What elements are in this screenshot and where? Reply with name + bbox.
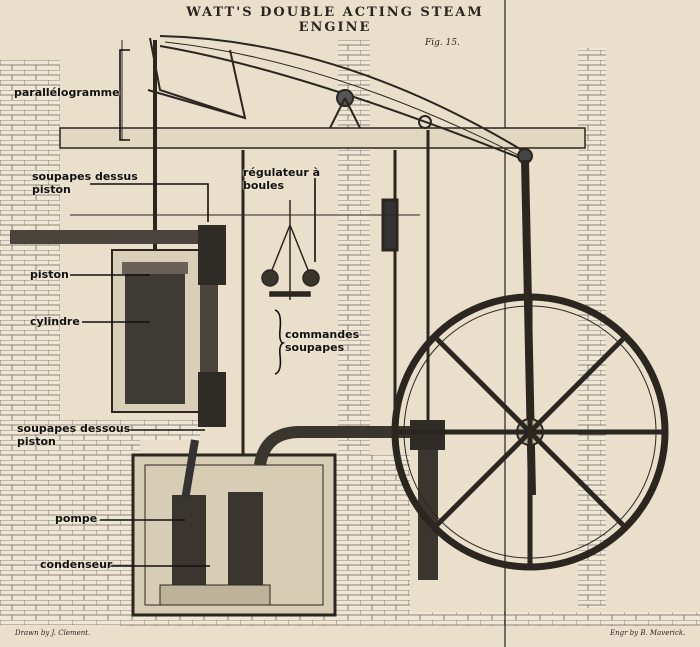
- lower-valve-box: [198, 372, 226, 427]
- figure-number: Fig. 15.: [425, 38, 460, 48]
- rocking-beam: [159, 35, 533, 164]
- label-line: piston: [32, 183, 71, 196]
- parallelogram-linkage: [121, 37, 247, 265]
- label-line: commandes: [285, 328, 360, 341]
- label-lower-valves: soupapes dessous piston: [17, 422, 130, 448]
- label-valve-controls: commandes soupapes: [285, 328, 359, 354]
- steam-pipe: [10, 230, 210, 244]
- label-line: soupapes: [285, 341, 345, 354]
- label-line: régulateur à: [243, 166, 321, 179]
- engraved-by-credit: Engr by B. Maverick.: [610, 629, 686, 637]
- air-pump-column: [410, 420, 445, 580]
- drawn-by-credit: Drawn by J. Clement.: [15, 629, 91, 637]
- upper-valve-box: [198, 225, 226, 285]
- cylinder: [111, 225, 226, 427]
- label-governor: régulateur à boules: [243, 166, 320, 192]
- label-cylinder: cylindre: [30, 315, 80, 328]
- label-piston: piston: [30, 268, 69, 281]
- label-line: boules: [243, 179, 285, 192]
- label-line: piston: [17, 435, 56, 448]
- flywheel: [391, 293, 669, 571]
- label-pump: pompe: [55, 512, 98, 525]
- frame-beam: [59, 127, 586, 149]
- label-condenser: condenseur: [40, 558, 113, 571]
- label-parallelogram: parallélogramme: [14, 86, 120, 99]
- condenser-cistern: [131, 426, 420, 617]
- label-leader-lines: [70, 49, 316, 567]
- label-upper-valves: soupapes dessus piston: [32, 170, 138, 196]
- label-line: soupapes dessus: [32, 170, 138, 183]
- brick-walls: [0, 40, 700, 626]
- label-line: soupapes dessous: [17, 422, 131, 435]
- engraving-title: WATT'S DOUBLE ACTING STEAM ENGINE: [186, 5, 484, 35]
- ball-governor: [261, 200, 320, 300]
